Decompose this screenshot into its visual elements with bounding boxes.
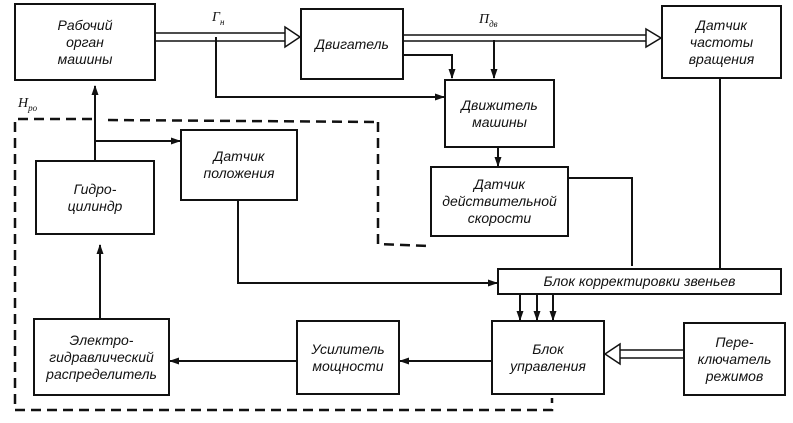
mechanical-power-flows <box>155 25 683 366</box>
boundary-top-right <box>107 118 379 124</box>
symbol-n-dv: Пдв <box>479 12 498 29</box>
mode-switch-label: Пере- ключатель режимов <box>697 333 772 384</box>
engine-label: Двигатель <box>315 35 389 52</box>
correction-block-label: Блок корректировки звеньев <box>543 273 736 289</box>
mode-switch-block: Пере- ключатель режимов <box>683 322 786 396</box>
electrohydraulic-distributor-block: Электро- гидравлический распределитель <box>33 318 170 396</box>
hydraulic-subsystem-boundary <box>13 117 554 412</box>
power-amplifier-label: Усилитель мощности <box>311 340 385 374</box>
control-block: Блок управления <box>491 320 605 395</box>
hydro-cylinder-label: Гидро- цилиндр <box>67 180 123 214</box>
signal-lines <box>91 37 721 365</box>
symbol-h-ro: Нро <box>18 96 38 113</box>
rpm-sensor-block: Датчик частоты вращения <box>661 5 782 79</box>
position-sensor-block: Датчик положения <box>180 129 298 201</box>
position-sensor-label: Датчик положения <box>203 148 275 181</box>
propulsor-block: Движитель машины <box>444 79 555 148</box>
hydro-cylinder-block: Гидро- цилиндр <box>35 160 155 235</box>
control-block-label: Блок управления <box>510 340 586 374</box>
electrohydraulic-distributor-label: Электро- гидравлический распределитель <box>46 331 157 382</box>
correction-block: Блок корректировки звеньев <box>497 268 782 295</box>
symbol-g-h: Гн <box>212 10 225 27</box>
speed-sensor-block: Датчик действительной скорости <box>430 166 569 237</box>
work-organ-label: Рабочий орган машины <box>57 16 113 67</box>
power-amplifier-block: Усилитель мощности <box>296 320 400 395</box>
rpm-sensor-label: Датчик частоты вращения <box>688 16 755 67</box>
work-organ-block: Рабочий орган машины <box>14 3 156 81</box>
propulsor-label: Движитель машины <box>461 96 538 130</box>
speed-sensor-label: Датчик действительной скорости <box>442 176 557 226</box>
engine-block: Двигатель <box>300 8 404 80</box>
